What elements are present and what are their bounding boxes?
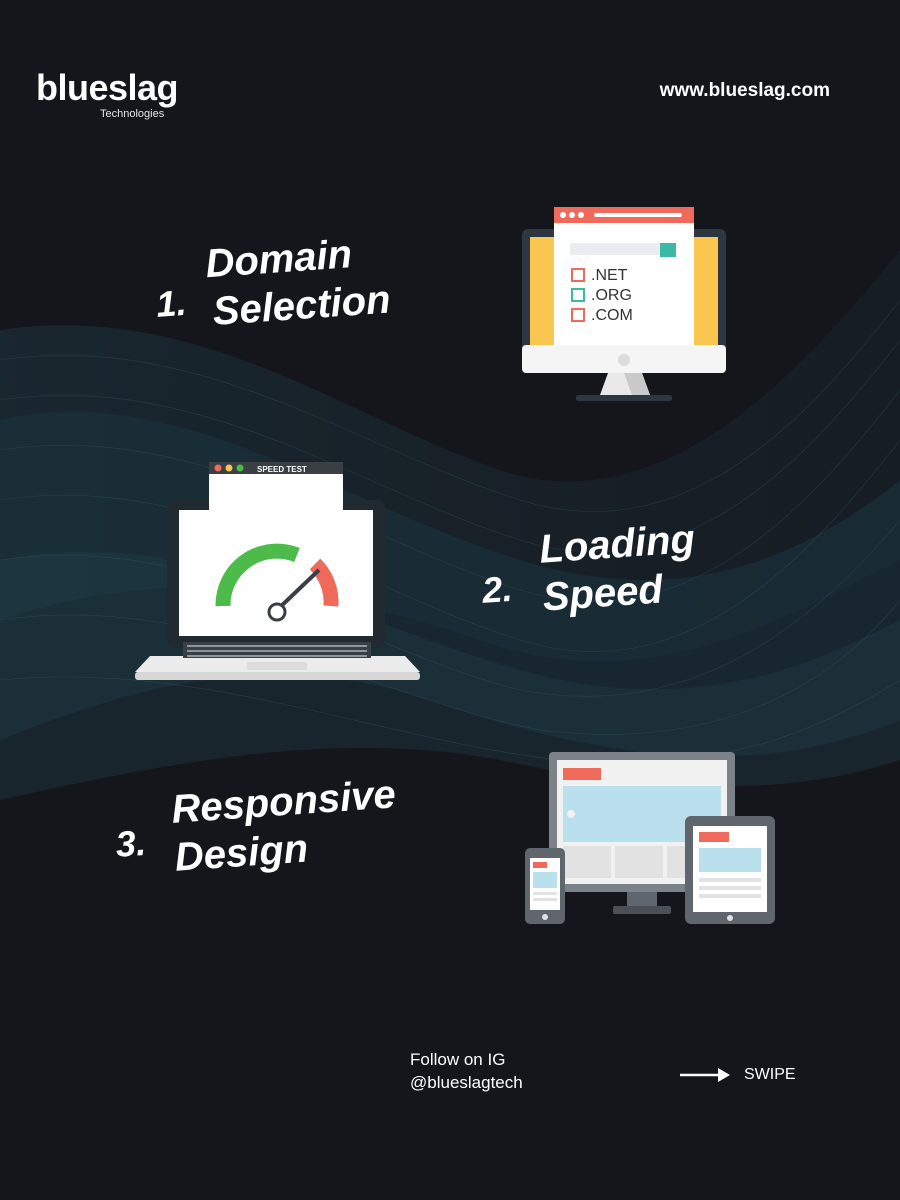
brand-subtitle: Technologies — [100, 108, 165, 120]
option-net: .NET — [591, 267, 628, 284]
brand-name: blueslag — [36, 67, 179, 108]
instagram-follow: Follow on IG @blueslagtech — [410, 1048, 523, 1094]
checkbox-net — [571, 268, 585, 282]
arrow-right-icon — [680, 1068, 730, 1082]
speed-test-title: SPEED TEST — [257, 465, 307, 474]
follow-label: Follow on IG — [410, 1050, 506, 1069]
gauge-green-arc — [215, 543, 300, 607]
option-com: .COM — [591, 307, 633, 324]
website-url[interactable]: www.blueslag.com — [659, 80, 830, 101]
speed-test-laptop-illustration: SPEED TEST — [135, 462, 420, 680]
brand-logo: blueslag Technologies — [36, 67, 186, 121]
step-number: 1. — [154, 281, 188, 325]
instagram-handle[interactable]: @blueslagtech — [410, 1073, 523, 1092]
step-number: 3. — [114, 821, 148, 865]
domain-monitor-illustration: .NET .ORG .COM — [522, 207, 726, 401]
gauge-needle — [275, 568, 321, 612]
swipe-label: SWIPE — [744, 1066, 796, 1083]
responsive-devices-illustration — [525, 752, 775, 924]
gauge-red-arc — [309, 558, 339, 607]
swipe-hint[interactable]: SWIPE — [680, 1066, 796, 1084]
option-org: .ORG — [591, 287, 632, 304]
step-number: 2. — [480, 567, 514, 611]
checkbox-com — [571, 308, 585, 322]
checkbox-org — [571, 288, 585, 302]
